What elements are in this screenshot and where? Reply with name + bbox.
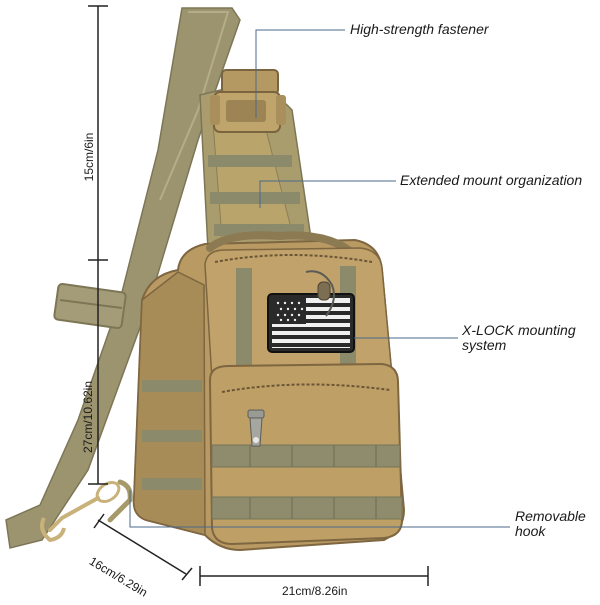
buckle-icon: [210, 69, 286, 133]
dimension-lines: [88, 5, 429, 586]
callout-fastener: High-strength fastener: [350, 21, 489, 37]
callout-xlock: X-LOCK mounting system: [462, 323, 576, 353]
callout-hook-line2: hook: [515, 523, 546, 539]
sling-strap: [5, 7, 241, 549]
dim-height-top: 15cm/6in: [82, 132, 96, 182]
callout-xlock-line2: system: [462, 337, 507, 353]
zipper-icon: [247, 409, 265, 447]
callout-xlock-line1: X-LOCK mounting: [462, 322, 576, 338]
callout-hook: Removable hook: [515, 509, 586, 539]
dim-width: 21cm/8.26in: [282, 584, 348, 598]
bag-body: [132, 231, 406, 552]
callout-mount: Extended mount organization: [400, 172, 583, 188]
callout-hook-line1: Removable: [515, 508, 586, 524]
flag-patch-icon: [267, 270, 355, 353]
dim-height-total: 27cm/10.62in: [81, 380, 95, 454]
callout-lines: [129, 29, 510, 528]
